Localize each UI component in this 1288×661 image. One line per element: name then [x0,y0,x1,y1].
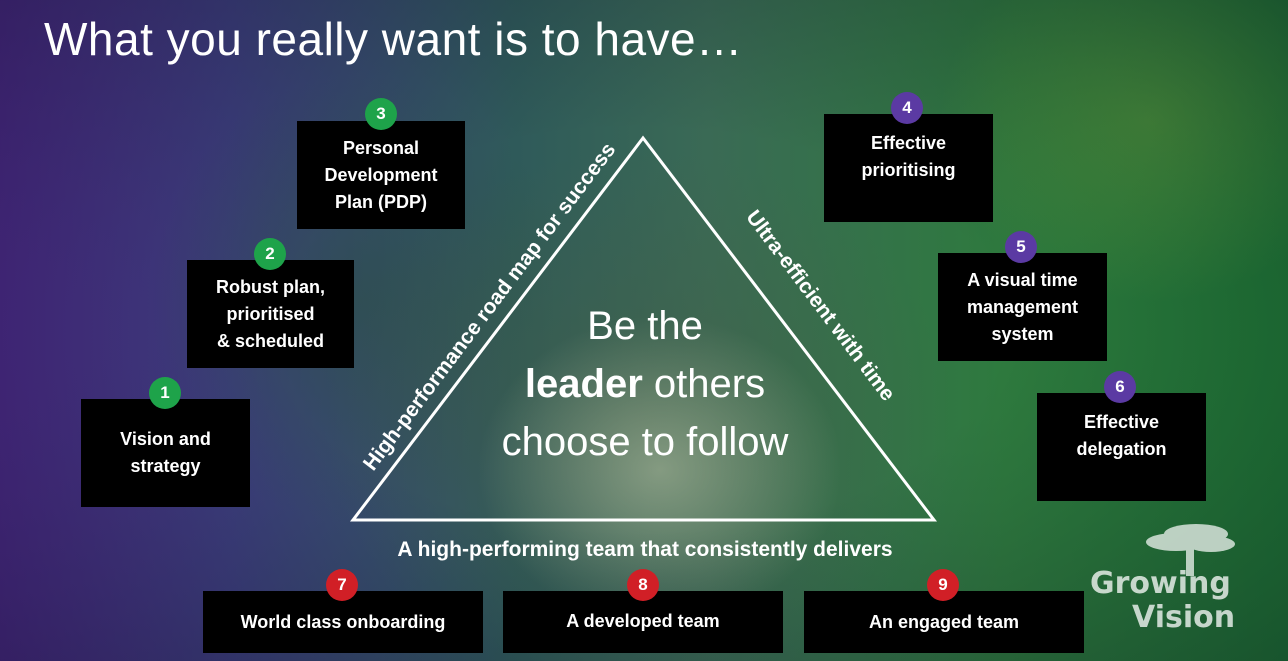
item-box-1: Vision and strategy [81,399,250,507]
logo-line-2: Vision [1132,600,1236,635]
item-badge-5: 5 [1005,231,1037,263]
center-line-2: leader others [460,355,830,413]
item-box-5: A visual time management system [938,253,1107,361]
item-badge-7: 7 [326,569,358,601]
item-badge-4: 4 [891,92,923,124]
logo-line-1: Growing [1090,566,1231,601]
item-box-8: A developed team [503,591,783,653]
tree-icon [1146,524,1235,576]
growing-vision-logo: Growing Vision [1086,520,1266,640]
item-box-3: Personal Development Plan (PDP) [297,121,465,229]
center-bold-word: leader [524,362,643,406]
item-box-2: Robust plan, prioritised & scheduled [187,260,354,368]
triangle-bottom-label: A high-performing team that consistently… [397,538,893,561]
center-line-1: Be the [587,304,703,348]
item-badge-1: 1 [149,377,181,409]
item-badge-2: 2 [254,238,286,270]
item-box-6: Effective delegation [1037,393,1206,501]
item-box-4: Effective prioritising [824,114,993,222]
center-statement: Be the leader others choose to follow [460,297,830,471]
item-box-9: An engaged team [804,591,1084,653]
item-badge-6: 6 [1104,371,1136,403]
item-badge-3: 3 [365,98,397,130]
slide-title: What you really want is to have… [44,13,743,65]
item-badge-8: 8 [627,569,659,601]
item-badge-9: 9 [927,569,959,601]
center-line-3: choose to follow [501,420,789,464]
center-line-2-rest: others [642,362,766,406]
item-box-7: World class onboarding [203,591,483,653]
